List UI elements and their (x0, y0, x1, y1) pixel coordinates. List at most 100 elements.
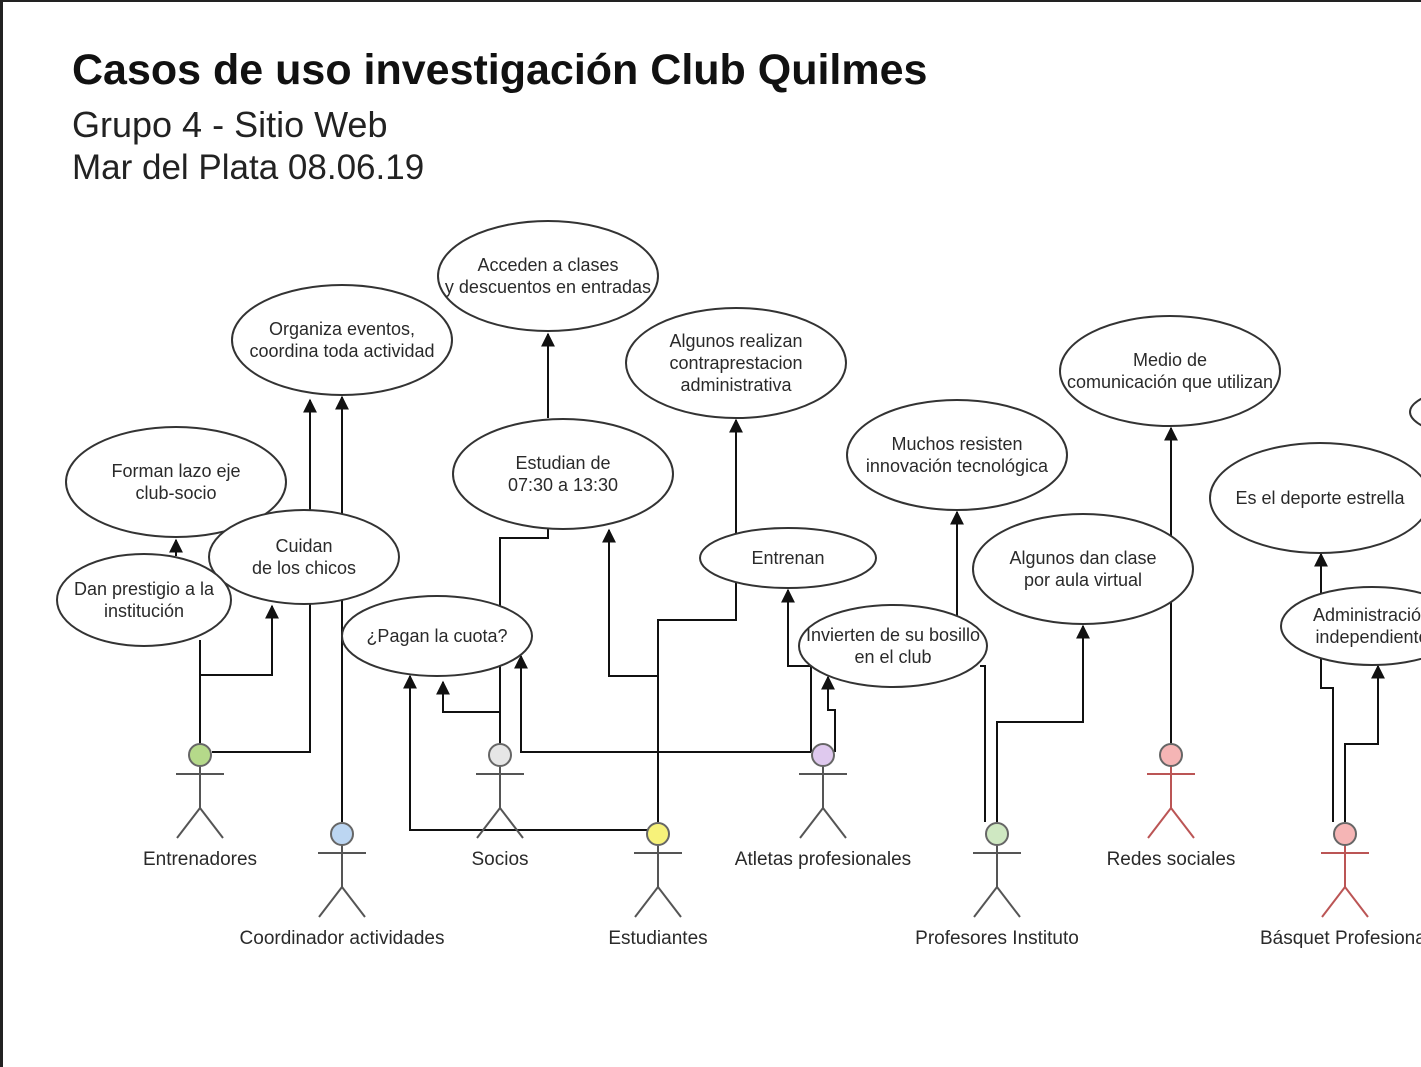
conn-basquet-admin (1344, 664, 1385, 822)
actor-left-leg (1147, 807, 1172, 839)
actor-entrenadores[interactable]: Entrenadores (143, 743, 257, 870)
frame-top-border (0, 0, 1421, 2)
actor-right-leg (996, 886, 1021, 918)
actor-left-leg (476, 807, 501, 839)
use-case-label: y descuentos en entradas (445, 277, 651, 297)
actor-head (646, 822, 670, 846)
use-case-label: Acceden a clases (477, 255, 618, 275)
actor-head (811, 743, 835, 767)
use-case-ellipse (65, 426, 287, 538)
use-case-label: Algunos realizan (669, 331, 802, 351)
actor-head (1333, 822, 1357, 846)
use-case-label: Dan prestigio a la (74, 579, 215, 599)
use-case-deporte[interactable]: Es el deporte estrella (1209, 442, 1421, 554)
use-case-ellipse (798, 604, 988, 688)
use-case-cuota[interactable]: ¿Pagan la cuota? (341, 595, 533, 677)
use-case-label: club-socio (135, 483, 216, 503)
actor-head (330, 822, 354, 846)
page-subtitle: Grupo 4 - Sitio Web (72, 104, 388, 145)
actor-left-leg (318, 886, 343, 918)
actor-socios[interactable]: Socios (471, 743, 529, 870)
use-case-ellipse (1059, 315, 1281, 427)
actor-label: Estudiantes (608, 928, 707, 949)
actor-basquet[interactable]: Básquet Profesional (1260, 822, 1421, 949)
use-case-label: Entrenan (751, 548, 824, 568)
page-title: Casos de uso investigación Club Quilmes (72, 46, 928, 94)
use-case-label: Estudian de (515, 453, 610, 473)
use-case-label: institución (104, 601, 184, 621)
conn-atletas-cuota (514, 654, 811, 753)
actor-left-leg (176, 807, 201, 839)
actor-label: Profesores Instituto (915, 928, 1079, 949)
actor-atletas[interactable]: Atletas profesionales (735, 743, 911, 870)
use-case-label: independiente (1315, 627, 1421, 647)
use-case-entrenan[interactable]: Entrenan (699, 527, 877, 589)
use-case-ellipse (1209, 442, 1421, 554)
conn-estudiantes-cuota (403, 674, 647, 831)
use-case-organiza[interactable]: Organiza eventos,coordina toda actividad (231, 284, 453, 396)
use-case-label: Forman lazo eje (111, 461, 240, 481)
actor-head (1159, 743, 1183, 767)
conn-estudiantes-realizan (657, 418, 743, 822)
use-case-ellipse (699, 527, 877, 589)
actor-right-leg (1170, 807, 1195, 839)
actor-redes[interactable]: Redes sociales (1107, 743, 1236, 870)
use-case-label: de los chicos (252, 558, 356, 578)
use-case-ellipse (437, 220, 659, 332)
use-case-ellipse (341, 595, 533, 677)
actor-profesores[interactable]: Profesores Instituto (915, 822, 1079, 949)
use-case-label: comunicación que utilizan (1067, 372, 1273, 392)
use-case-label: contraprestacion (669, 353, 802, 373)
actor-right-leg (341, 886, 366, 918)
use-cases-layer: Organiza eventos,coordina toda actividad… (56, 220, 1421, 688)
use-case-ellipse (972, 513, 1194, 625)
use-case-label: Organiza eventos, (269, 319, 415, 339)
actor-head (188, 743, 212, 767)
actor-right-leg (499, 807, 524, 839)
actor-coordinador[interactable]: Coordinador actividades (240, 822, 445, 949)
use-case-ellipse (846, 399, 1068, 511)
use-case-label: por aula virtual (1024, 570, 1142, 590)
use-case-label: Cuidan (275, 536, 332, 556)
actor-head (985, 822, 1009, 846)
conn-atletas-entrenan (781, 588, 812, 752)
use-case-label: Administración (1313, 605, 1421, 625)
actor-left-leg (634, 886, 659, 918)
conn-entrenadores-cuidan (200, 604, 279, 676)
use-case-offscreen-partial (1409, 397, 1421, 427)
use-case-label: ¿Pagan la cuota? (366, 626, 507, 646)
actor-right-leg (657, 886, 682, 918)
use-case-label: en el club (854, 647, 931, 667)
use-case-label: Medio de (1133, 350, 1207, 370)
use-case-ellipse (1280, 586, 1421, 666)
conn-profesores-invierten (980, 665, 986, 822)
use-case-ellipse (452, 418, 674, 530)
conn-profesores-aula (996, 624, 1090, 822)
use-case-ellipse (231, 284, 453, 396)
use-case-ellipse (625, 307, 847, 419)
use-case-ellipse (56, 553, 232, 647)
conn-atletas-invierten (821, 675, 836, 752)
actor-left-leg (799, 807, 824, 839)
actor-label: Redes sociales (1107, 849, 1236, 870)
conn-estudiantes-estudian (602, 528, 658, 677)
actor-left-leg (973, 886, 998, 918)
actor-head (488, 743, 512, 767)
use-case-algunos-realizan[interactable]: Algunos realizancontraprestacionadminist… (625, 307, 847, 419)
actor-label: Socios (471, 849, 528, 870)
actor-right-leg (199, 807, 224, 839)
actor-label: Entrenadores (143, 849, 257, 870)
use-case-label: Es el deporte estrella (1235, 488, 1405, 508)
actor-estudiantes[interactable]: Estudiantes (608, 822, 708, 949)
